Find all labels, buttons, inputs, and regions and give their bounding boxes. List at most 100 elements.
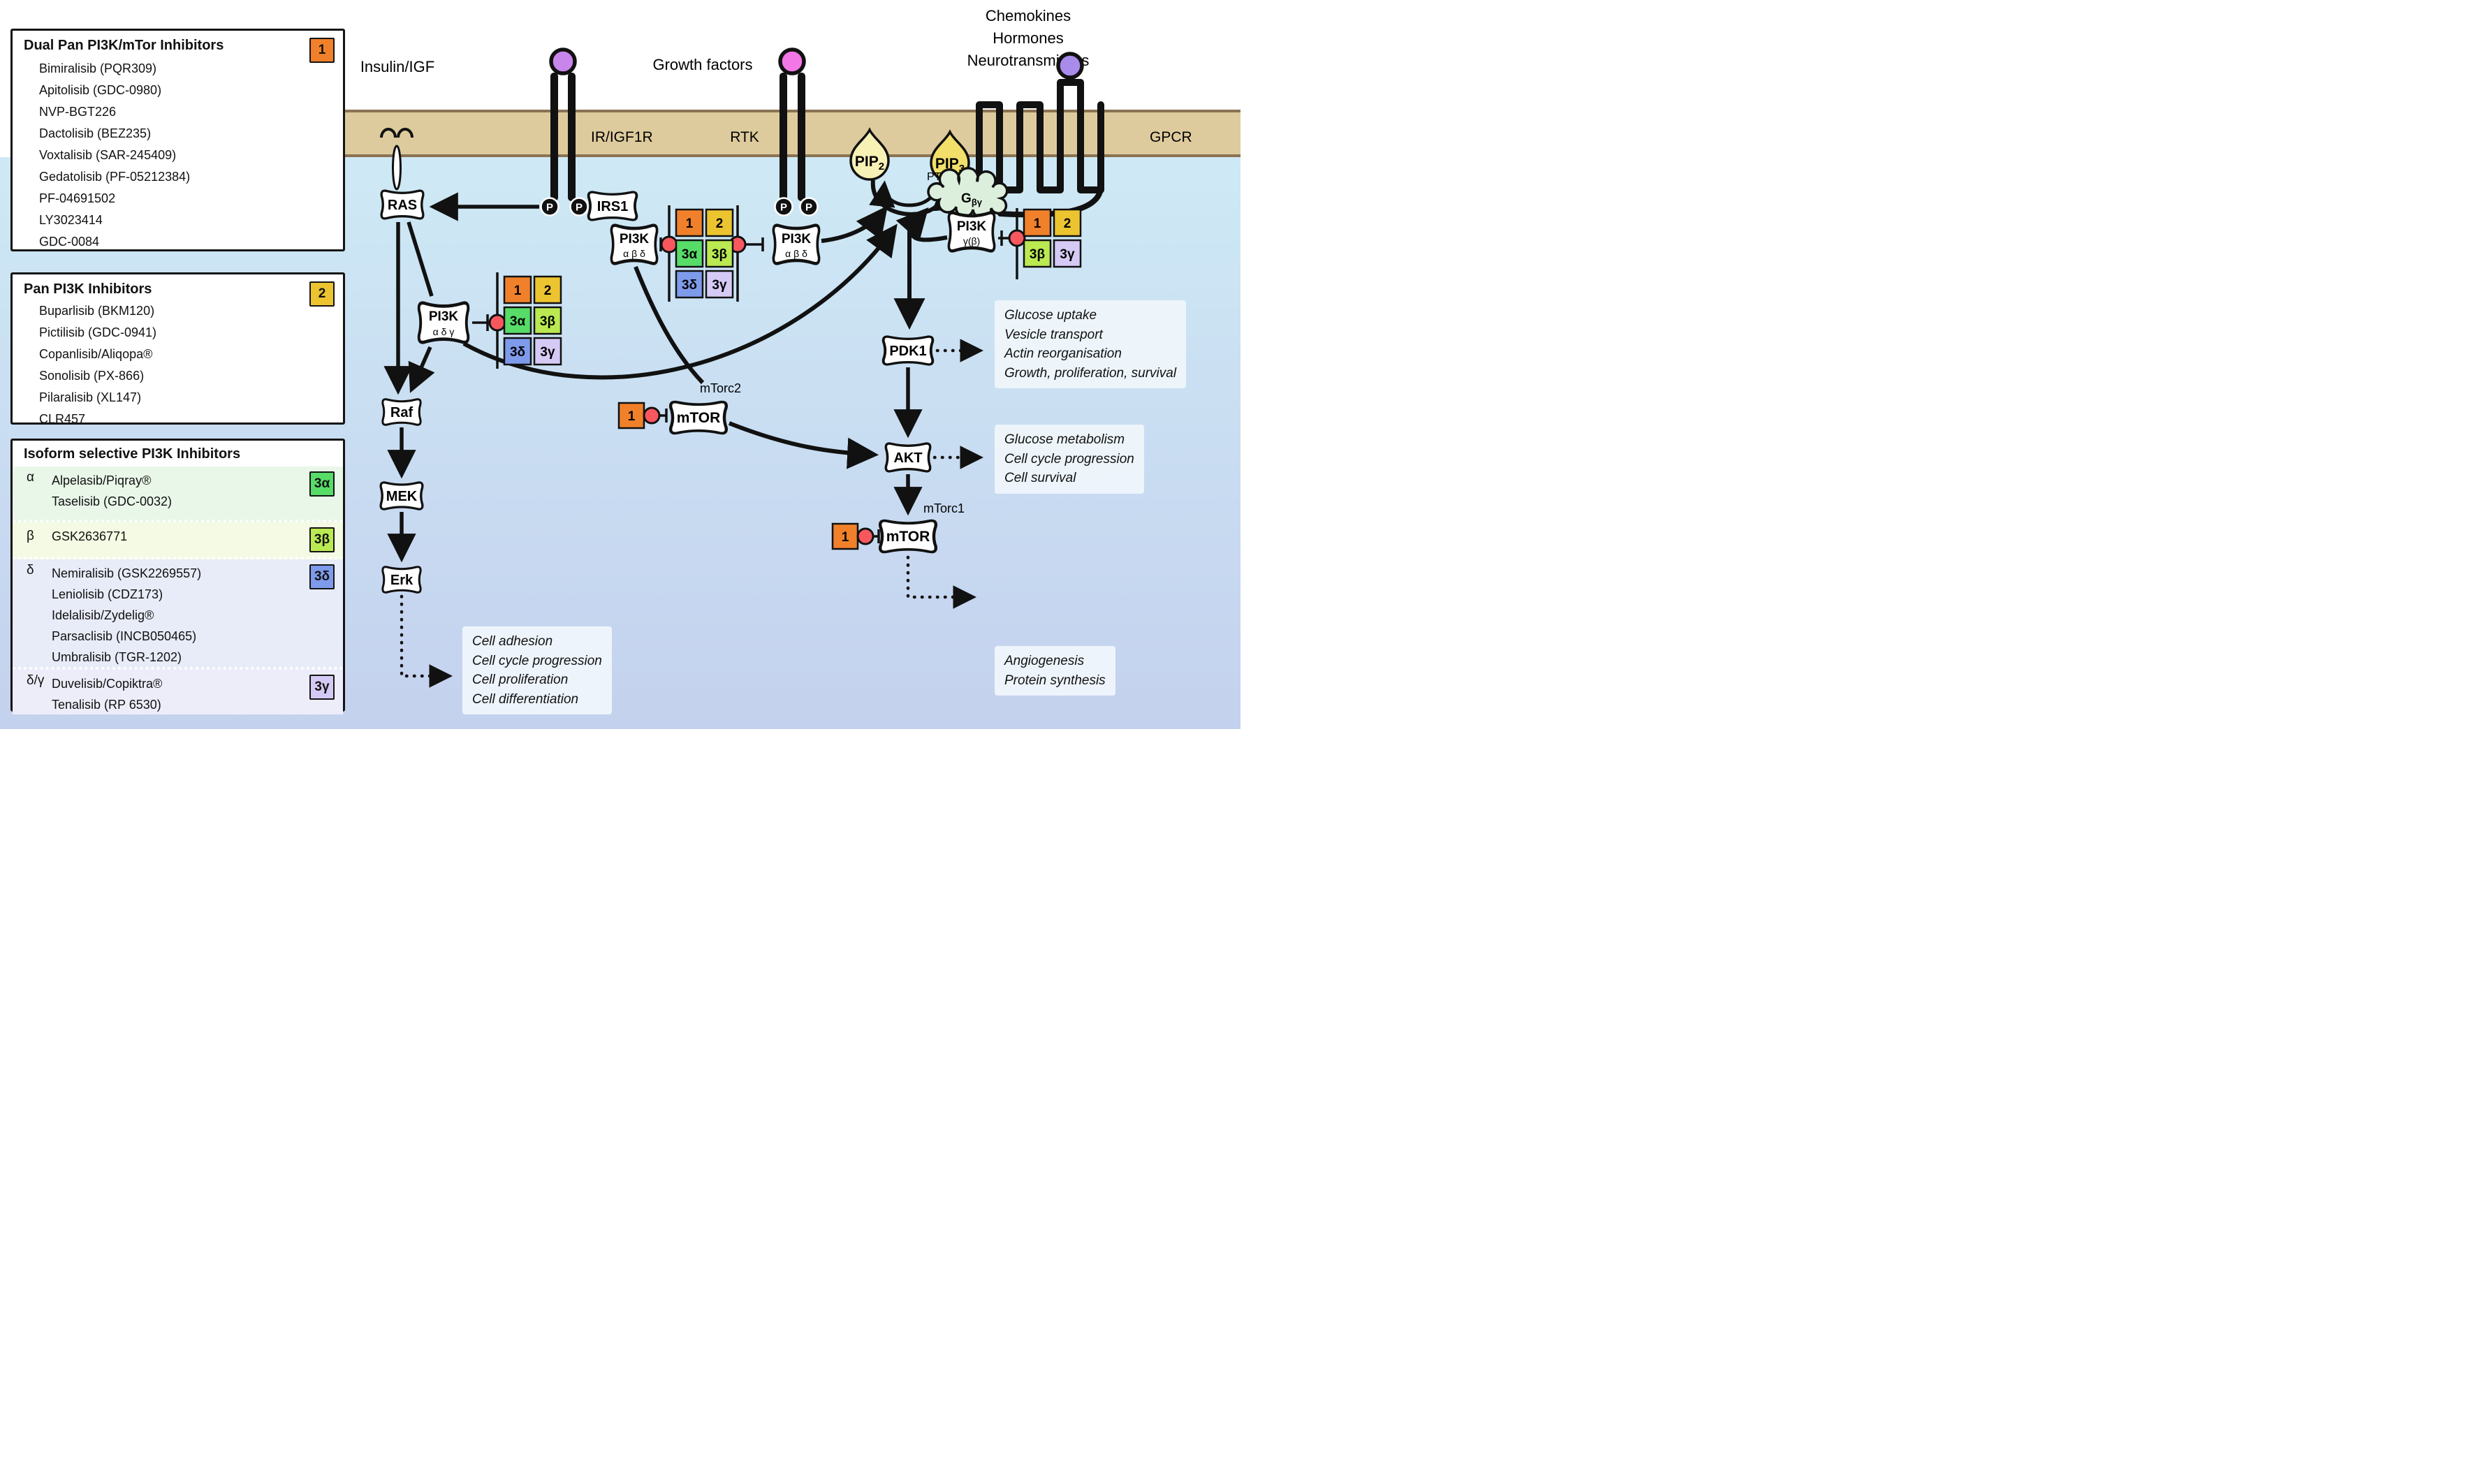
svg-text:3α: 3α bbox=[510, 314, 526, 329]
drug-item: NVP-BGT226 bbox=[39, 105, 117, 119]
akt-outcomes-box: Glucose metabolism Cell cycle progressio… bbox=[995, 425, 1144, 494]
svg-text:1: 1 bbox=[514, 284, 522, 298]
badge-3g-icon: 3γ bbox=[309, 675, 335, 700]
drug-item: Bimiralisib (PQR309) bbox=[39, 61, 157, 75]
drug-item: Pictilisib (GDC-0941) bbox=[39, 325, 157, 339]
drug-item: Alpelasib/Piqray® bbox=[52, 473, 152, 487]
outcome-line: Actin reorganisation bbox=[1004, 346, 1122, 361]
svg-text:IRS1: IRS1 bbox=[597, 199, 628, 214]
svg-text:1: 1 bbox=[628, 409, 636, 424]
arrow-mtorc1-outcomes bbox=[906, 555, 977, 609]
pip2-molecule: PIP2 bbox=[849, 127, 890, 181]
greek-delta-gamma-label: δ/γ bbox=[27, 673, 45, 688]
outcome-line: Cell survival bbox=[1004, 471, 1076, 485]
svg-text:RAS: RAS bbox=[388, 198, 417, 213]
node-pi3k-adg: PI3K α δ γ bbox=[419, 303, 469, 342]
inhibition-dot-icon bbox=[1008, 229, 1026, 247]
svg-text:3γ: 3γ bbox=[1060, 247, 1075, 262]
svg-text:3γ: 3γ bbox=[540, 345, 555, 360]
drug-item: Nemiralisib (GSK2269557) bbox=[52, 566, 202, 580]
svg-text:2: 2 bbox=[716, 216, 724, 231]
drug-item: Leniolisib (CDZ173) bbox=[52, 587, 163, 601]
outcome-line: Cell proliferation bbox=[472, 673, 569, 687]
node-irs1: IRS1 bbox=[587, 191, 638, 221]
inhibitor-grid-gamma: 1 2 3β 3γ bbox=[998, 208, 1082, 279]
mtorc1-outcomes-box: Angiogenesis Protein synthesis bbox=[995, 646, 1115, 696]
growth-factors-label: Growth factors bbox=[652, 56, 752, 73]
svg-text:2: 2 bbox=[1064, 216, 1071, 231]
drug-item: Apitolisib (GDC-0980) bbox=[39, 83, 162, 97]
drug-item: GSK2636771 bbox=[52, 529, 128, 543]
svg-text:PI3K: PI3K bbox=[620, 232, 650, 247]
greek-alpha-label: α bbox=[27, 470, 34, 485]
mtorc1-label: mTorc1 bbox=[923, 501, 965, 515]
dotted-arrows bbox=[400, 339, 984, 688]
outcome-line: Cell cycle progression bbox=[1004, 451, 1134, 466]
svg-text:MEK: MEK bbox=[386, 489, 418, 504]
svg-text:PIP2: PIP2 bbox=[855, 154, 884, 172]
plasma-membrane bbox=[318, 111, 1240, 156]
drug-item: Copanlisib/Aliqopa® bbox=[39, 347, 153, 361]
insulin-igf-label: Insulin/IGF bbox=[360, 58, 434, 75]
drug-item: Dactolisib (BEZ235) bbox=[39, 126, 152, 140]
outcome-line: Cell adhesion bbox=[472, 634, 553, 649]
node-mek: MEK bbox=[379, 481, 424, 510]
legend-pan-box: Pan PI3K Inhibitors 2 Buparlisib (BKM120… bbox=[10, 272, 345, 426]
link-pi3k-irs-to-arc bbox=[634, 265, 705, 385]
node-raf: Raf bbox=[381, 398, 422, 426]
ir-igf1r-label: IR/IGF1R bbox=[591, 129, 653, 145]
legend-dual-pan-box: Dual Pan PI3K/mTor Inhibitors 1 Bimirali… bbox=[10, 29, 345, 251]
rtk-label: RTK bbox=[730, 129, 759, 145]
svg-text:3β: 3β bbox=[540, 314, 555, 329]
drug-item: LY3023414 bbox=[39, 213, 103, 227]
badge-3d-icon: 3δ bbox=[309, 564, 335, 589]
drug-item: Buparlisib (BKM120) bbox=[39, 304, 155, 318]
svg-text:AKT: AKT bbox=[893, 450, 922, 466]
drug-item: Duvelisib/Copiktra® bbox=[52, 677, 163, 691]
svg-text:3α: 3α bbox=[682, 247, 698, 262]
greek-beta-label: β bbox=[27, 529, 34, 543]
gpcr-label: GPCR bbox=[1150, 129, 1192, 145]
svg-text:1: 1 bbox=[842, 530, 849, 545]
pdk1-outcomes-box: Glucose uptake Vesicle transport Actin r… bbox=[995, 300, 1187, 388]
svg-text:PDK1: PDK1 bbox=[889, 344, 926, 359]
drug-item: Sonolisib (PX-866) bbox=[39, 369, 145, 383]
svg-text:mTOR: mTOR bbox=[886, 529, 930, 545]
gpcr-ligand-icon bbox=[1056, 52, 1084, 80]
outcome-line: Cell cycle progression bbox=[472, 653, 602, 668]
inhibition-dot-icon bbox=[660, 235, 678, 254]
svg-text:Raf: Raf bbox=[390, 405, 414, 420]
svg-text:1: 1 bbox=[1034, 216, 1041, 231]
node-pi3k-abd-irs: PI3K α β δ bbox=[611, 226, 657, 264]
phospho-p-icon: P bbox=[805, 202, 812, 214]
drug-item: Gedatolisib (PF-05212384) bbox=[39, 170, 191, 184]
inhibitor-grid-adg: 1 2 3α 3β 3δ 3γ bbox=[472, 272, 562, 369]
legend-isoform-box: Isoform selective PI3K Inhibitors α Alpe… bbox=[10, 439, 345, 714]
mtorc2-label: mTorc2 bbox=[700, 381, 741, 395]
drug-item: Voxtalisib (SAR-245409) bbox=[39, 148, 177, 162]
mtorc2-inhibitor: 1 bbox=[617, 402, 668, 429]
outcome-line: Glucose uptake bbox=[1004, 308, 1097, 323]
svg-text:Erk: Erk bbox=[390, 573, 414, 588]
insulin-ligand-icon bbox=[549, 47, 577, 75]
drug-item: PF-04691502 bbox=[39, 191, 116, 205]
phospho-sites: P P P P bbox=[540, 197, 819, 216]
svg-text:3δ: 3δ bbox=[682, 278, 697, 293]
chemokines-label: Chemokines bbox=[986, 7, 1071, 24]
phospho-p-icon: P bbox=[780, 202, 787, 214]
svg-text:3β: 3β bbox=[1030, 247, 1045, 262]
erk-outcomes-box: Cell adhesion Cell cycle progression Cel… bbox=[462, 626, 612, 714]
inhibition-dot-icon bbox=[856, 527, 874, 545]
mtorc1-inhibitor: 1 bbox=[831, 522, 880, 550]
svg-text:mTOR: mTOR bbox=[677, 410, 721, 426]
svg-text:1: 1 bbox=[686, 216, 694, 231]
drug-item: Taselisib (GDC-0032) bbox=[52, 494, 173, 508]
svg-text:PI3K: PI3K bbox=[957, 219, 987, 234]
svg-text:Gβγ: Gβγ bbox=[961, 191, 983, 207]
outcome-line: Vesicle transport bbox=[1004, 327, 1103, 342]
badge-1-icon: 1 bbox=[309, 38, 335, 63]
badge-2-icon: 2 bbox=[309, 281, 335, 307]
svg-text:3β: 3β bbox=[712, 247, 727, 262]
svg-text:2: 2 bbox=[544, 284, 552, 298]
ir-igf1r-receptor bbox=[549, 47, 577, 201]
